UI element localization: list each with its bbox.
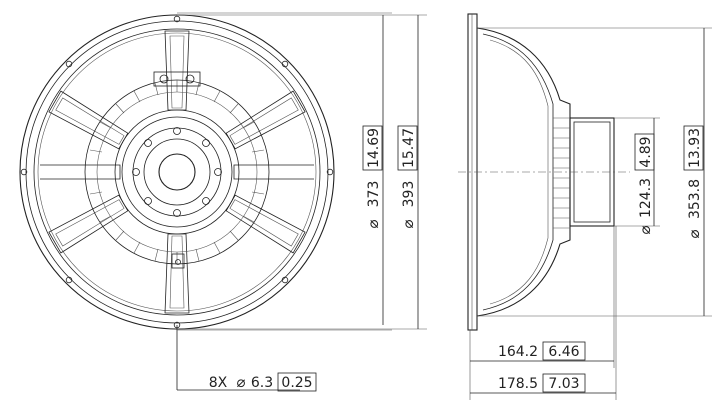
front-dimension-lines <box>177 12 427 331</box>
front-view <box>19 14 335 391</box>
diameter-symbol: ⌀ <box>636 225 654 234</box>
dim-in-value: 14.69 <box>366 128 382 168</box>
dim-outer-diameter: ⌀ 393 15.47 <box>397 125 418 229</box>
dim-in-value: 15.47 <box>401 128 417 168</box>
diameter-symbol: ⌀ <box>236 373 245 391</box>
side-view <box>458 13 630 331</box>
dim-magnet-diameter: ⌀ 124.3 4.89 <box>634 133 655 235</box>
cooling-fins <box>84 79 270 265</box>
diameter-symbol: ⌀ <box>399 219 417 228</box>
side-dimension-lines <box>469 27 712 400</box>
dim-depth-to-flange: 164.2 6.46 <box>498 341 586 361</box>
diameter-symbol: ⌀ <box>685 229 703 238</box>
dim-cutout-diameter: ⌀ 353.8 13.93 <box>683 125 704 239</box>
dim-in-value: 13.93 <box>687 128 703 168</box>
holes-count: 8X <box>209 375 228 391</box>
dim-in-value: 6.46 <box>548 344 579 360</box>
dim-mm-value: 178.5 <box>498 376 538 392</box>
dim-mm-value: 164.2 <box>498 344 538 360</box>
dim-mm-value: 393 <box>401 181 417 208</box>
basket-spokes <box>48 30 306 314</box>
dim-in-value: 0.25 <box>281 375 312 391</box>
dim-overall-depth: 178.5 7.03 <box>498 373 586 393</box>
dim-in-value: 4.89 <box>638 136 654 167</box>
diameter-symbol: ⌀ <box>364 219 382 228</box>
dim-holes: 8X ⌀ 6.3 0.25 <box>209 372 317 392</box>
dim-mm-value: 6.3 <box>251 375 273 391</box>
dim-in-value: 7.03 <box>548 376 579 392</box>
terminals <box>153 71 201 269</box>
dim-mm-value: 353.8 <box>687 179 703 219</box>
mounting-holes <box>20 15 334 329</box>
magnet-hub <box>114 109 240 235</box>
dim-mm-value: 124.3 <box>638 178 654 218</box>
dim-mounting-diameter: ⌀ 373 14.69 <box>362 125 383 229</box>
dim-mm-value: 373 <box>366 181 382 208</box>
